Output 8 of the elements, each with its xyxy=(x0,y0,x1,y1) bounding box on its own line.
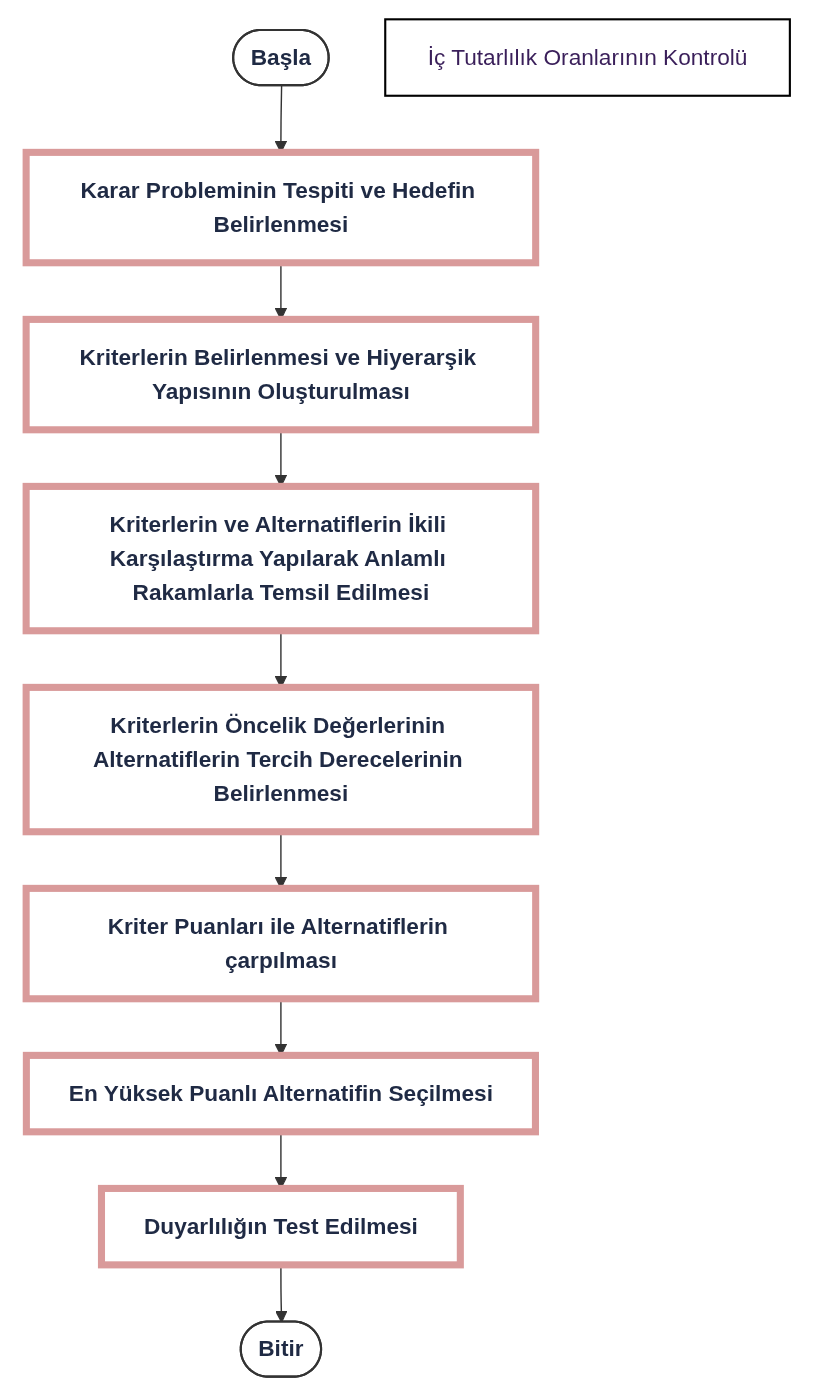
node-box: Kriterlerin ve Alternatiflerin İkili Karşılaştırma Yapılarak Anlamlı Rakamlarla Temsil Edilmesi xyxy=(22,482,540,635)
node-box: İç Tutarlılık Oranlarının Kontrolü xyxy=(384,18,791,97)
node-box: Kriterlerin Belirlenmesi ve Hiyerarşik Yapısının Oluşturulması xyxy=(22,315,540,434)
node-box: Kriter Puanları ile Alternatiflerin çarpılması xyxy=(22,884,540,1003)
node-box: Duyarlılığın Test Edilmesi xyxy=(97,1184,464,1269)
node-box: En Yüksek Puanlı Alternatifin Seçilmesi xyxy=(22,1051,539,1136)
node-box: Kriterlerin Öncelik Değerlerinin Alternatiflerin Tercih Derecelerinin Belirlenmesi xyxy=(22,683,540,836)
node-box: Karar Probleminin Tespiti ve Hedefin Belirlenmesi xyxy=(22,148,540,267)
